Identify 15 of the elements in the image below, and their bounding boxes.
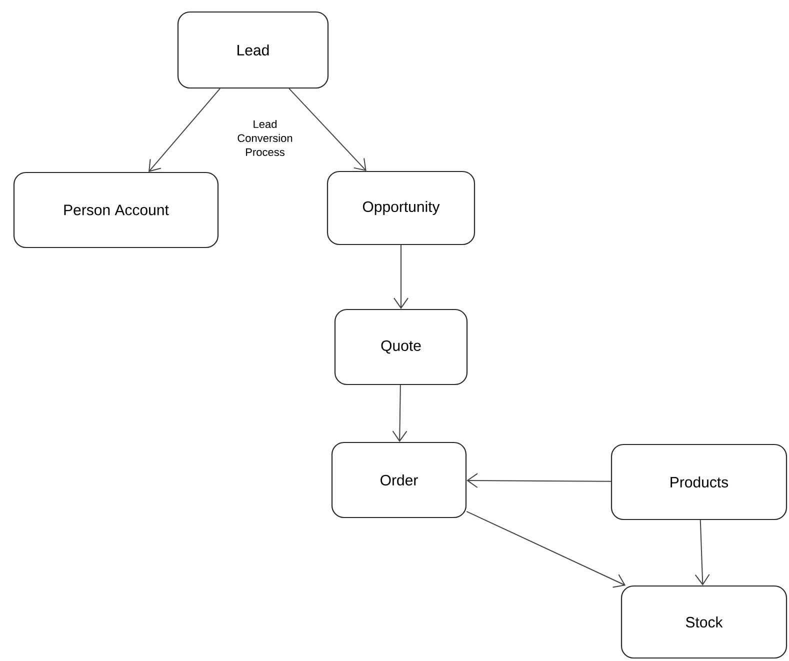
- arrow: [288, 88, 366, 171]
- arrow: [392, 384, 408, 442]
- arrow: [694, 520, 710, 586]
- process-box: Person Account: [13, 172, 219, 248]
- arrow: [466, 473, 612, 488]
- arrow: [394, 244, 408, 309]
- annotation-text: Lead Conversion Process: [238, 120, 292, 156]
- process-box: Stock: [620, 585, 788, 659]
- arrow: [466, 510, 626, 588]
- process-box: Products: [610, 444, 788, 520]
- process-box: Order: [331, 442, 467, 518]
- arrow: [148, 88, 220, 172]
- process-box: Quote: [334, 308, 468, 386]
- process-box: Lead: [177, 11, 329, 89]
- process-box: Opportunity: [326, 170, 476, 246]
